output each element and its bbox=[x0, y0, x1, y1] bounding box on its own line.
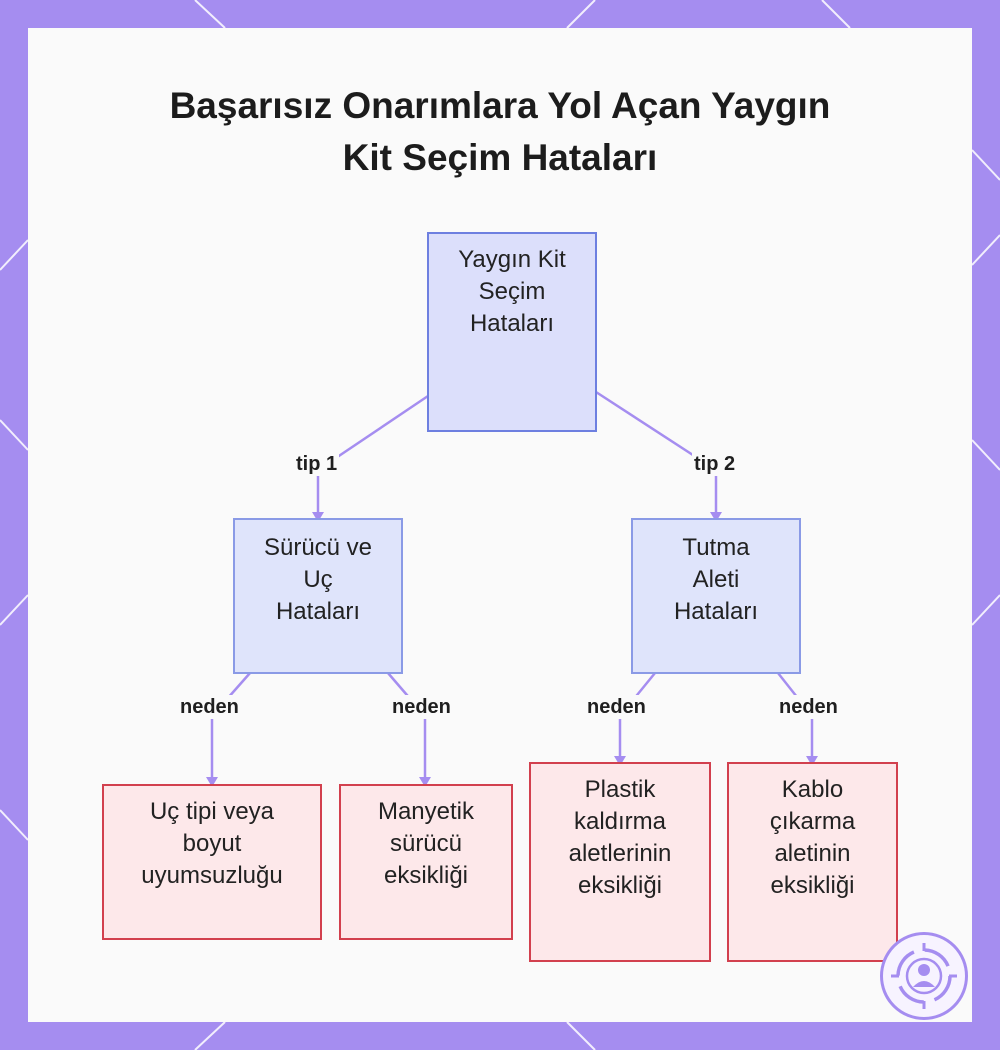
arrow-plastic bbox=[614, 756, 626, 766]
arrow-magnetic bbox=[419, 777, 431, 787]
title-line-1: Başarısız Onarımlara Yol Açan Yaygın bbox=[169, 85, 831, 126]
node-driver-line-3: Hataları bbox=[275, 598, 361, 625]
edge-driver-tip bbox=[210, 672, 251, 785]
node-tip-line-2: boyut bbox=[182, 830, 242, 857]
node-driver-line-1: Sürücü ve bbox=[263, 534, 373, 561]
node-root-line-1: Yaygın Kit bbox=[458, 246, 566, 273]
node-cable-line-3: aletinin bbox=[774, 840, 851, 867]
node-magnetic-line-2: sürücü bbox=[389, 830, 463, 857]
edge-label-cause-4: neden bbox=[777, 695, 840, 719]
node-cable-tool: Kablo çıkarma aletinin eksikliği bbox=[727, 762, 898, 962]
node-driver-line-2: Uç bbox=[303, 566, 333, 593]
node-cable-line-1: Kablo bbox=[781, 776, 844, 803]
title-line-2: Kit Seçim Hataları bbox=[342, 137, 658, 178]
node-root-line-3: Hataları bbox=[469, 310, 555, 337]
arrow-driver bbox=[312, 512, 324, 522]
edge-driver-magnetic bbox=[387, 672, 427, 785]
node-tip-line-3: uyumsuzluğu bbox=[141, 862, 283, 889]
arrow-cable bbox=[806, 756, 818, 766]
edge-label-cause-3: neden bbox=[585, 695, 648, 719]
node-plastic-tools: Plastik kaldırma aletlerinin eksikliği bbox=[529, 762, 711, 962]
node-grip-line-3: Hataları bbox=[673, 598, 759, 625]
node-magnetic-line-3: eksikliği bbox=[383, 862, 468, 889]
node-plastic-line-1: Plastik bbox=[584, 776, 656, 803]
edge-label-cause-2: neden bbox=[390, 695, 453, 719]
node-cable-line-4: eksikliği bbox=[770, 872, 855, 899]
node-grip-line-1: Tutma bbox=[682, 534, 750, 561]
target-person-icon bbox=[880, 932, 968, 1020]
arrow-grip bbox=[710, 512, 722, 522]
node-grip-line-2: Aleti bbox=[692, 566, 740, 593]
node-magnetic-line-1: Manyetik bbox=[377, 798, 475, 825]
node-root: Yaygın Kit Seçim Hataları bbox=[427, 232, 597, 432]
node-driver-errors: Sürücü ve Uç Hataları bbox=[233, 518, 403, 674]
edge-label-cause-1: neden bbox=[178, 695, 241, 719]
node-tip-line-1: Uç tipi veya bbox=[149, 798, 275, 825]
edge-label-type-1: tip 1 bbox=[294, 452, 340, 476]
node-plastic-line-4: eksikliği bbox=[577, 872, 662, 899]
node-plastic-line-3: aletlerinin bbox=[568, 840, 672, 867]
node-plastic-line-2: kaldırma bbox=[573, 808, 666, 835]
node-tip-mismatch: Uç tipi veya boyut uyumsuzluğu bbox=[102, 784, 322, 940]
node-magnetic-driver: Manyetik sürücü eksikliği bbox=[339, 784, 513, 940]
edge-label-type-2: tip 2 bbox=[692, 452, 738, 476]
arrow-tip bbox=[206, 777, 218, 787]
node-root-line-2: Seçim bbox=[478, 278, 546, 305]
node-cable-line-2: çıkarma bbox=[769, 808, 856, 835]
node-grip-errors: Tutma Aleti Hataları bbox=[631, 518, 801, 674]
